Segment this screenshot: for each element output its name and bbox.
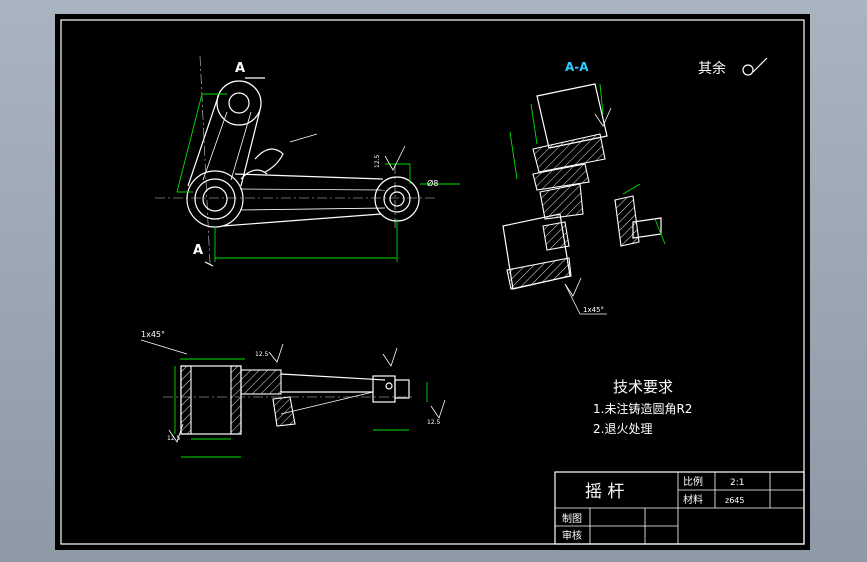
roughness-symbol-icon [742,64,754,76]
material-value: z645 [725,496,744,505]
upper-boss [216,80,262,126]
surface-note-text: 其余 [698,60,726,77]
cad-drawing: A A Ø8 12.5 A-A 1x45° 其余 [60,19,805,545]
drawn-label: 制图 [562,512,582,525]
bottom-view: 1x45° 12.5 12.5 12.5 [140,330,446,458]
roughness-bottom-left: 12.5 [167,435,181,442]
checked-label: 审核 [562,529,582,542]
right-boss [374,176,420,222]
scale-value: 2:1 [730,478,744,488]
chamfer-left: 1x45° [141,330,165,339]
section-view: A-A 1x45° [502,60,666,315]
section-mark-top: A [235,61,245,76]
roughness-bottom-right: 12.5 [427,419,441,426]
roughness-bottom-mid: 12.5 [255,351,269,358]
surface-note: 其余 [698,57,768,77]
chamfer-right: 1x45° [583,306,604,314]
material-label: 材料 [683,493,703,506]
section-title: A-A [565,60,589,74]
main-view: A A Ø8 12.5 [155,55,460,267]
tech-item-2: 2.退火处理 [593,422,652,436]
title-block: 摇 杆 比例 2:1 材料 z645 制图 审核 [554,471,805,545]
roughness-value: 12.5 [374,154,381,168]
tech-title: 技术要求 [613,378,673,396]
diameter-callout: Ø8 [427,178,438,188]
part-name: 摇 杆 [585,482,624,502]
drawing-sheet: A A Ø8 12.5 A-A 1x45° 其余 [55,14,810,550]
sheet-border [60,19,805,545]
section-mark-bottom: A [193,243,203,258]
scale-label: 比例 [683,475,703,488]
tech-requirements: 技术要求 1.未注铸造圆角R2 2.退火处理 [593,378,692,436]
tech-item-1: 1.未注铸造圆角R2 [593,401,692,416]
